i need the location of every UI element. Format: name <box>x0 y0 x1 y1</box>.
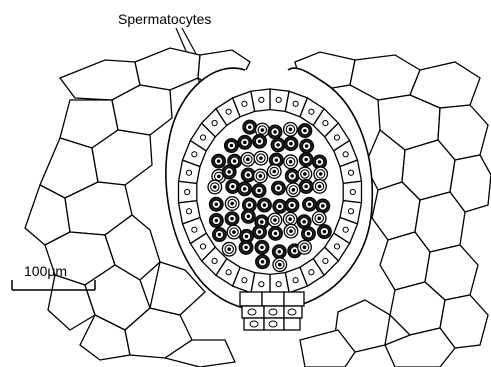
jacket-cell-nucleus <box>185 189 190 194</box>
spermatocyte-cell <box>225 212 239 226</box>
spermatocyte-cell <box>298 124 312 138</box>
jacket-cell-nucleus <box>343 227 348 232</box>
spermatocyte-cell <box>242 210 256 224</box>
spermatocyte-cell <box>313 180 327 194</box>
jacket-cell-nucleus <box>350 189 355 194</box>
spermatocyte-cell <box>284 137 298 151</box>
spermatocyte-cell <box>255 241 269 255</box>
jacket-cell-nucleus <box>276 282 281 287</box>
spermatocyte-cell <box>208 180 222 194</box>
spermatocyte-cell <box>316 199 330 213</box>
jacket-cell-nucleus <box>293 278 298 283</box>
spermatocyte-cell <box>239 241 253 255</box>
spermatocyte-cell <box>254 169 268 183</box>
spermatocyte-cell <box>268 125 282 139</box>
spermatocyte-cell <box>271 138 285 152</box>
spermatocyte-cell <box>302 227 316 241</box>
spermatocyte-cell <box>252 184 266 198</box>
antheridium-stalk <box>240 292 304 330</box>
spermatocyte-cell <box>253 134 267 148</box>
jacket-cell-nucleus <box>212 258 217 263</box>
spermatocyte-cell <box>285 198 299 212</box>
spermatocyte-cell <box>314 167 328 181</box>
jacket-cell-nucleus <box>323 258 328 263</box>
spermatocyte-cell <box>209 197 223 211</box>
jacket-cell-nucleus <box>334 244 339 249</box>
spermatocyte-cell <box>258 198 272 212</box>
spermatocyte-cell <box>269 227 283 241</box>
spermatocyte-cell <box>273 258 287 272</box>
jacket-cell-nucleus <box>192 152 197 157</box>
spermatocyte-cell <box>300 139 314 153</box>
scale-bar-label: 100μm <box>24 263 67 279</box>
spermatocyte-cell <box>299 153 313 167</box>
spermatocyte-cell <box>210 214 224 228</box>
spermatocyte-cell <box>287 183 301 197</box>
spermatocyte-cell <box>225 197 239 211</box>
spermatocyte-cell <box>222 242 236 256</box>
spermatocyte-cell <box>222 165 236 179</box>
jacket-cell-nucleus <box>309 109 314 114</box>
jacket-cell-nucleus <box>348 170 353 175</box>
jacket-cell-nucleus <box>276 97 281 102</box>
jacket-cell-nucleus <box>226 109 231 114</box>
spermatocyte-cell <box>284 224 298 238</box>
jacket-cell-nucleus <box>212 121 217 126</box>
jacket-cell-nucleus <box>242 278 247 283</box>
jacket-cell-nucleus <box>242 101 247 106</box>
spermatocyte-cell <box>285 169 299 183</box>
spermatocyte-cell <box>238 182 252 196</box>
spermatocyte-cell <box>241 168 255 182</box>
spermatocyte-cell <box>312 212 326 226</box>
spermatocyte-cell <box>273 200 287 214</box>
jacket-cell-nucleus <box>186 170 191 175</box>
spermatocyte-cell <box>227 225 241 239</box>
jacket-cell-nucleus <box>334 135 339 140</box>
spermatocyte-cell <box>212 154 226 168</box>
spermatocyte-cell <box>253 225 267 239</box>
spermatocyte-cell <box>213 228 227 242</box>
spermatocyte-cell <box>318 225 332 239</box>
jacket-cell-nucleus <box>343 152 348 157</box>
jacket-cell-nucleus <box>348 209 353 214</box>
spermatocyte-cell <box>225 139 239 153</box>
jacket-cell-nucleus <box>200 244 205 249</box>
spermatocyte-cell <box>272 181 286 195</box>
spermatocyte-cell <box>298 167 312 181</box>
spermatocyte-cell <box>298 240 312 254</box>
spermatocyte-cell <box>299 180 313 194</box>
jacket-cell-nucleus <box>186 209 191 214</box>
spermatocyte-cell <box>273 245 287 259</box>
spermatocyte-cell <box>254 151 268 165</box>
jacket-cell-nucleus <box>309 270 314 275</box>
jacket-cell-nucleus <box>259 282 264 287</box>
spermatocyte-cell <box>267 165 281 179</box>
spermatocyte-cell <box>238 136 252 150</box>
jacket-cell-nucleus <box>226 270 231 275</box>
spermatocytes-label: Spermatocytes <box>118 11 211 27</box>
spermatocyte-cell <box>284 155 298 169</box>
spermatocyte-cell <box>268 213 282 227</box>
jacket-cell-nucleus <box>323 121 328 126</box>
jacket-cell-nucleus <box>192 227 197 232</box>
jacket-cell-nucleus <box>293 101 298 106</box>
spermatocyte-cell <box>303 197 317 211</box>
spermatocyte-cell <box>226 180 240 194</box>
spermatocyte-cell <box>284 122 298 136</box>
spermatocyte-cell <box>241 153 255 167</box>
jacket-cell-nucleus <box>200 135 205 140</box>
spermatocyte-cell <box>256 255 270 269</box>
jacket-cell-nucleus <box>259 97 264 102</box>
spermatocyte-cell <box>243 120 257 134</box>
